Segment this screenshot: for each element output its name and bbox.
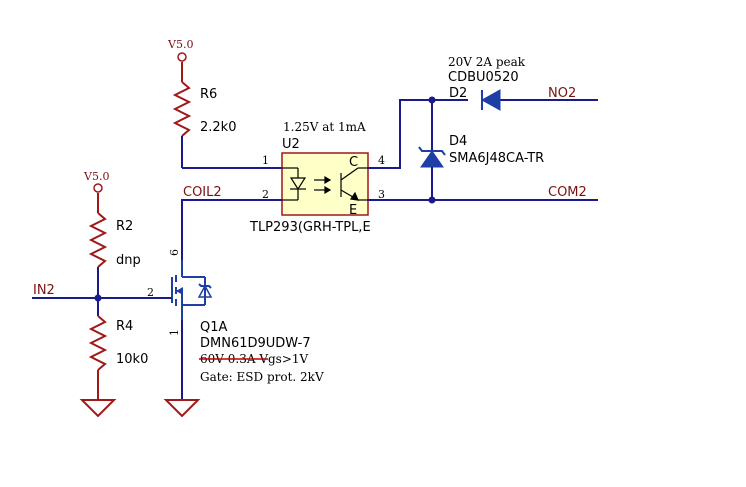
r2-resistor <box>88 212 108 268</box>
r4-value: 10k0 <box>116 352 148 367</box>
d2-rating: 20V 2A peak <box>448 55 526 69</box>
r2-rail-label: V5.0 <box>83 170 109 183</box>
u2-ref: U2 <box>282 137 300 152</box>
r6-power-symbol: V5.0 <box>167 38 193 82</box>
junction-com2 <box>428 196 436 204</box>
q1-pin2: 2 <box>147 286 154 299</box>
r6-value: 2.2k0 <box>200 120 236 135</box>
u2-internal-symbol <box>282 167 368 201</box>
q1-mosfet <box>171 260 213 320</box>
r2-power-symbol: V5.0 <box>83 170 109 213</box>
r4-ref: R4 <box>116 319 133 334</box>
d4-part: SMA6J48CA-TR <box>449 151 544 166</box>
r4-ground-icon <box>79 399 117 418</box>
r6-resistor <box>172 81 192 137</box>
q1-pin1: 1 <box>168 329 181 336</box>
u2-collector-label: C <box>349 155 358 170</box>
r2-ref: R2 <box>116 219 133 234</box>
u2-body <box>281 152 369 216</box>
u2-pin4: 4 <box>378 154 385 167</box>
net-coil2: COIL2 <box>183 185 222 200</box>
r6-ref: R6 <box>200 87 217 102</box>
d2-part: CDBU0520 <box>448 70 519 85</box>
u2-pin3: 3 <box>378 188 385 201</box>
junction-in2 <box>94 294 102 302</box>
u2-emitter-label: E <box>349 203 357 218</box>
q1-pin6: 6 <box>168 249 181 256</box>
r4-resistor <box>88 315 108 371</box>
coil2-wire <box>181 199 282 260</box>
u2-note: 1.25V at 1mA <box>283 120 366 134</box>
d2-ref: D2 <box>449 86 467 101</box>
u2-pin1: 1 <box>262 154 269 167</box>
r2-value: dnp <box>116 253 141 268</box>
u2-pin2: 2 <box>262 188 269 201</box>
q1-part: DMN61D9UDW-7 <box>200 336 311 351</box>
d4-tvs-diode <box>418 146 446 168</box>
d4-ref: D4 <box>449 134 467 149</box>
q1-ground-icon <box>163 399 201 418</box>
r6-rail-label: V5.0 <box>167 38 193 51</box>
u2-part: TLP293(GRH-TPL,E <box>249 220 371 235</box>
net-in2: IN2 <box>33 283 55 298</box>
q1-ref: Q1A <box>200 320 228 335</box>
net-com2: COM2 <box>548 185 587 200</box>
q1-gate-note: Gate: ESD prot. 2kV <box>200 370 324 384</box>
d2-diode <box>480 89 501 111</box>
net-no2: NO2 <box>548 86 576 101</box>
